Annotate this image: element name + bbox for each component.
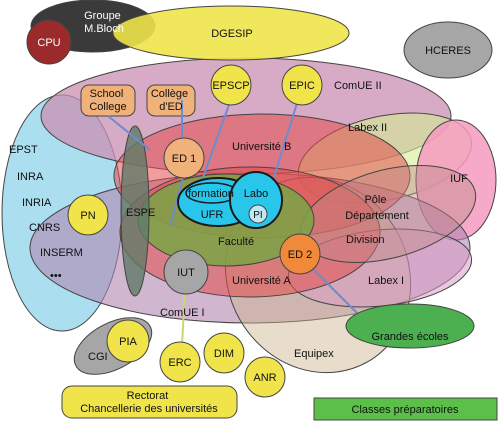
epscp-label: EPSCP [212,80,249,92]
classes-preparatoires-box [313,397,498,421]
pi-circle [248,204,268,224]
classes-preparatoires-label: Classes préparatoires [352,404,459,416]
formation-label: formation [188,188,234,200]
espe-label: ESPE [126,207,155,219]
iut-circle [163,249,209,295]
labex-i-label: Labex I [368,275,404,287]
epic-label: EPIC [289,80,315,92]
erc-circle [159,341,201,383]
epscp-circle [210,64,252,106]
dgesip-region [112,5,350,61]
hceres-label: HCERES [425,45,471,57]
school-college-label: School College [89,88,126,113]
ed2-label: ED 2 [288,249,312,261]
comue-ii-label: ComUE II [334,80,382,92]
cpu-label: CPU [37,37,60,49]
inra-label: INRA [17,171,44,183]
grandes-ecoles-region [345,303,475,349]
iuf-label: IUF [450,173,468,185]
epst-label: EPST [9,144,38,156]
cgi-label: CGI [88,351,108,363]
epic-circle [281,64,323,106]
equipex-label: Equipex [294,348,334,360]
comue-i-label: ComUE I [160,307,205,319]
inria-label: INRIA [22,197,52,209]
grandes-ecoles-label: Grandes écoles [371,331,449,343]
pi-label: PI [253,210,262,221]
groupe-bloch-label: Groupe M.Bloch [84,10,124,35]
pn-label: PN [80,210,95,222]
pole-departement-label: Pôle Département [345,194,409,222]
ed1-circle [163,137,205,179]
connector-line [269,99,299,191]
pn-circle [67,194,109,236]
connector-line [107,115,151,151]
dim-label: DIM [214,348,234,360]
faculte-label: Faculté [218,236,254,248]
college-ed-label: Collège d'ED [151,88,191,113]
dgesip-label: DGESIP [211,28,253,40]
inserm-label: INSERM [40,247,83,259]
cpu-circle [26,19,72,65]
anr-label: ANR [253,372,276,384]
cnrs-label: CNRS [29,222,60,234]
rectorat-box [61,385,238,419]
etc-label: ••• [50,270,62,282]
espe-region [120,125,150,297]
dim-circle [203,332,245,374]
anr-circle [244,356,286,398]
iut-label: IUT [177,267,195,279]
labo-label: Labo [244,188,268,200]
labex-ii-label: Labex II [348,122,387,134]
ufr-label: UFR [201,209,224,221]
labo-region [229,171,283,229]
rectorat-label: Rectorat Chancellerie des universités [80,390,218,415]
universite-b-label: Université B [232,141,291,153]
erc-label: ERC [168,357,191,369]
ed2-circle [279,233,321,275]
pia-label: PIA [119,336,137,348]
universite-a-label: Université A [232,275,291,287]
pia-circle [106,319,150,363]
division-label: Division [346,234,385,246]
ed1-label: ED 1 [172,153,196,165]
hceres-region [403,21,493,79]
